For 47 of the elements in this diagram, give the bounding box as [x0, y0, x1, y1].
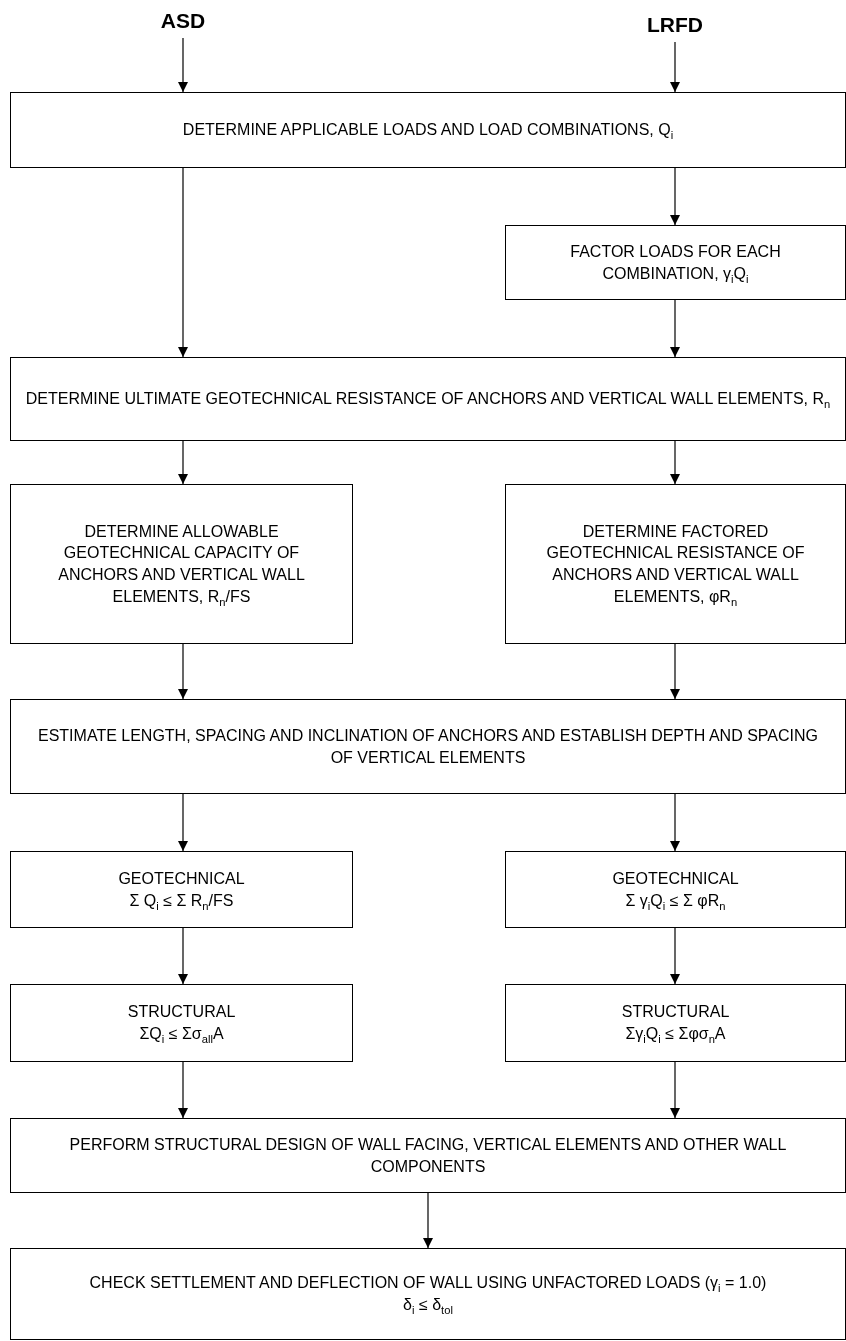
formula-text: Σ Q$_{i}$ ≤ Σ R$_{n}$/FS: [129, 890, 234, 912]
process-box: [10, 1248, 846, 1340]
process-box: [505, 851, 846, 928]
process-box: [10, 1118, 846, 1193]
process-box: [505, 984, 846, 1062]
step-text: CHECK SETTLEMENT AND DEFLECTION OF WALL USING UNFACTORED LOADS (γ$_{i}$ = 1.0): [89, 1273, 767, 1294]
step-text: DETERMINE ULTIMATE GEOTECHNICAL RESISTANCE OF ANCHORS AND VERTICAL WALL ELEMENTS, R$_{n}$: [25, 389, 831, 410]
step-text: DETERMINE ALLOWABLE GEOTECHNICAL CAPACITY OF ANCHORS AND VERTICAL WALL ELEMENTS, R$_{n}$/FS: [57, 521, 306, 608]
arrow: [670, 167, 680, 226]
process-box: [10, 484, 353, 644]
step-text: PERFORM STRUCTURAL DESIGN OF WALL FACING, VERTICAL ELEMENTS AND OTHER WALL COMPONENTS: [68, 1134, 788, 1177]
arrow: [670, 1061, 680, 1119]
process-box: [505, 225, 846, 300]
process-box: [10, 92, 846, 168]
process-box: [10, 357, 846, 441]
column-heading: ASD: [160, 7, 206, 34]
formula-text: Σ γ$_{i}$Q$_{i}$ ≤ Σ φR$_{n}$: [625, 890, 726, 912]
arrow: [178, 167, 188, 358]
column-heading: LRFD: [647, 11, 703, 38]
arrow: [178, 927, 188, 985]
step-text: ESTIMATE LENGTH, SPACING AND INCLINATION OF ANCHORS AND ESTABLISH DEPTH AND SPACING OF VERTICAL ELEMENTS: [37, 725, 819, 768]
process-box: [10, 851, 353, 928]
arrow: [423, 1192, 433, 1249]
step-text: DETERMINE APPLICABLE LOADS AND LOAD COMBINATIONS, Q$_{i}$: [182, 120, 674, 141]
step-text: STRUCTURAL: [621, 1002, 730, 1023]
arrow: [670, 793, 680, 852]
process-box: [505, 484, 846, 644]
formula-text: Σγ$_{i}$Q$_{i}$ ≤ Σφσ$_{n}$A: [625, 1024, 726, 1045]
process-box: [10, 984, 353, 1062]
process-box: [10, 699, 846, 794]
arrow: [670, 643, 680, 700]
arrow: [670, 927, 680, 985]
arrow: [670, 41, 680, 93]
arrow: [178, 37, 188, 93]
arrow: [670, 299, 680, 358]
formula-text: ΣQ$_{i}$ ≤ Σσ$_{all}$A: [139, 1024, 224, 1045]
arrow: [178, 643, 188, 700]
arrow: [178, 440, 188, 485]
step-text: GEOTECHNICAL: [612, 868, 739, 889]
arrow: [178, 793, 188, 852]
step-text: DETERMINE FACTORED GEOTECHNICAL RESISTANCE OF ANCHORS AND VERTICAL WALL ELEMENTS, φR$_{n}$: [545, 521, 806, 608]
step-text: FACTOR LOADS FOR EACH COMBINATION, γ$_{i}$Q$_{i}$: [569, 241, 782, 285]
arrow: [670, 440, 680, 485]
formula-text: δ$_{i}$ ≤ δ$_{tol}$: [403, 1295, 453, 1316]
step-text: GEOTECHNICAL: [118, 868, 245, 889]
arrow: [178, 1061, 188, 1119]
step-text: STRUCTURAL: [127, 1002, 236, 1023]
